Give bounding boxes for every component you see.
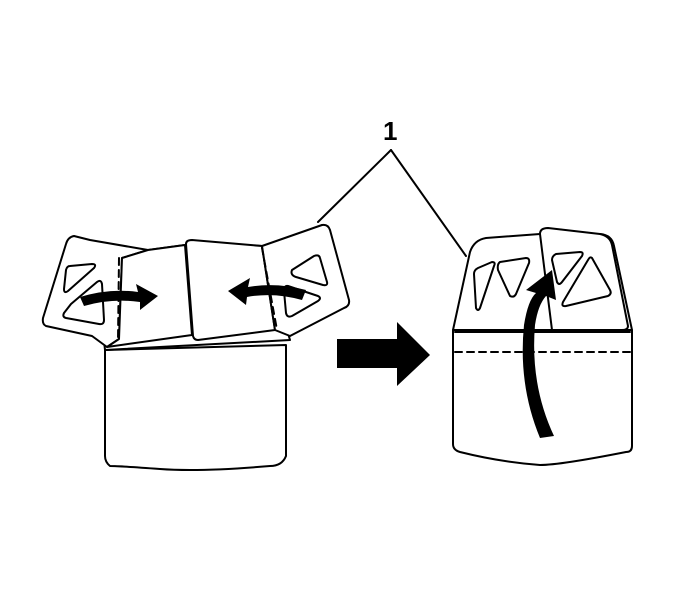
unfolded-piece bbox=[41, 223, 351, 471]
callout-leader-right bbox=[390, 149, 467, 257]
callout-number: 1 bbox=[383, 116, 397, 146]
folded-body bbox=[452, 329, 633, 466]
rotate-arrow-right-icon bbox=[228, 278, 306, 305]
unfolded-left-window-top bbox=[63, 263, 97, 294]
fold-up-arrow-icon bbox=[522, 270, 556, 438]
callout-leader-left bbox=[317, 149, 392, 223]
folded-left-window-b bbox=[496, 257, 531, 298]
folded-front-window-bottom bbox=[561, 256, 612, 308]
folded-front-window-top bbox=[551, 251, 584, 285]
unfolded-right-window-top bbox=[290, 254, 329, 287]
unfolded-body bbox=[104, 344, 287, 471]
folded-left-window-a bbox=[473, 261, 496, 311]
rotate-arrow-left-icon bbox=[80, 284, 158, 310]
transition-arrow-icon bbox=[337, 322, 430, 386]
